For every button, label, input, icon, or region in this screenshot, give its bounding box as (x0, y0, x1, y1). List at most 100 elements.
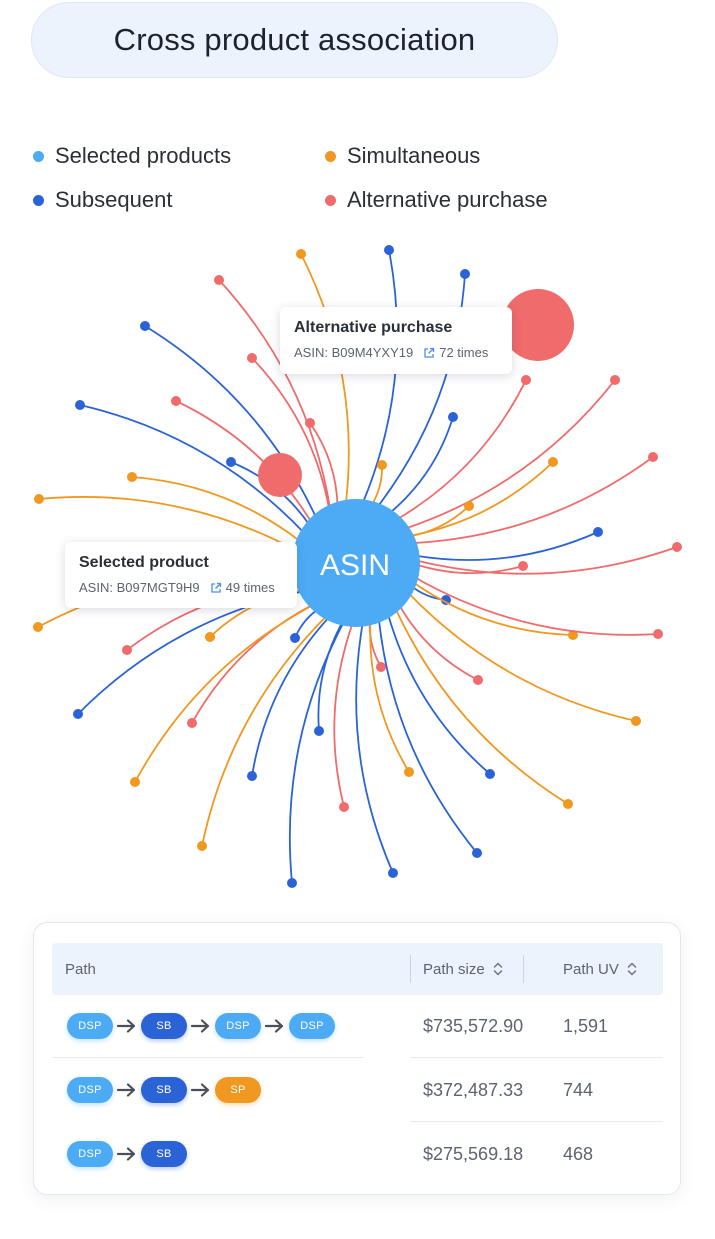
sort-icon[interactable] (627, 961, 637, 977)
node-alternative[interactable] (672, 542, 682, 552)
node-subsequent[interactable] (593, 527, 603, 537)
path-step-badge: DSP (67, 1077, 113, 1103)
node-simultaneous[interactable] (404, 767, 414, 777)
path-step-badge: SB (141, 1013, 187, 1039)
edge-subsequent (377, 616, 478, 854)
association-graph: ASIN (33, 245, 682, 888)
node-simultaneous[interactable] (130, 777, 140, 787)
header-path-label: Path (65, 960, 96, 978)
node-alternative[interactable] (214, 275, 224, 285)
path-uv-cell: 468 (563, 1143, 594, 1164)
node-alternative[interactable] (376, 662, 386, 672)
edge-subsequent (251, 615, 332, 777)
center-circle[interactable] (292, 499, 420, 627)
node-subsequent[interactable] (460, 269, 470, 279)
edge-simultaneous (411, 580, 574, 636)
node-alternative[interactable] (247, 353, 257, 363)
edge-subsequent (317, 619, 345, 732)
node-alternative[interactable] (518, 561, 528, 571)
node-alternative[interactable] (305, 418, 315, 428)
edge-subsequent (79, 404, 306, 535)
external-link-icon[interactable] (423, 347, 435, 359)
node-alternative[interactable] (473, 675, 483, 685)
legend-dot-subsequent (33, 194, 44, 206)
node-subsequent[interactable] (290, 633, 300, 643)
edge-subsequent (386, 611, 491, 775)
title-pill: Cross product association (31, 2, 558, 78)
node-subsequent[interactable] (314, 726, 324, 736)
tooltip-alternative-times: 72 times (439, 345, 489, 360)
path-step-badge: DSP (215, 1013, 261, 1039)
legend-alternative: Alternative purchase (325, 187, 548, 213)
node-alternative[interactable] (610, 375, 620, 385)
edge-simultaneous (394, 606, 569, 805)
external-link-icon[interactable] (210, 582, 222, 594)
node-simultaneous[interactable] (205, 632, 215, 642)
edge-alternative (218, 279, 332, 511)
edge-subsequent (288, 619, 346, 884)
alternative-small-bubble[interactable] (258, 453, 302, 497)
node-alternative[interactable] (187, 718, 197, 728)
node-subsequent[interactable] (384, 245, 394, 255)
node-simultaneous[interactable] (33, 622, 43, 632)
node-simultaneous[interactable] (464, 501, 474, 511)
edge-simultaneous (131, 476, 302, 543)
tooltip-selected-times: 49 times (225, 580, 275, 595)
legend-dot-alternative (325, 194, 336, 206)
node-simultaneous[interactable] (631, 716, 641, 726)
header-path-uv[interactable]: Path UV (563, 943, 637, 995)
node-simultaneous[interactable] (127, 472, 137, 482)
node-simultaneous[interactable] (377, 460, 387, 470)
node-subsequent[interactable] (226, 457, 236, 467)
node-subsequent[interactable] (441, 595, 451, 605)
node-simultaneous[interactable] (296, 249, 306, 259)
path-uv-cell: 1,591 (563, 1015, 609, 1036)
node-subsequent[interactable] (73, 709, 83, 719)
tooltip-alternative: Alternative purchase ASIN: B09M4YXY19 72… (280, 307, 512, 374)
node-subsequent[interactable] (448, 412, 458, 422)
node-alternative[interactable] (339, 802, 349, 812)
node-simultaneous[interactable] (563, 799, 573, 809)
node-alternative[interactable] (521, 375, 531, 385)
node-subsequent[interactable] (472, 848, 482, 858)
graph-bubbles (258, 289, 574, 497)
node-subsequent[interactable] (140, 321, 150, 331)
header-divider (523, 955, 524, 983)
center-node[interactable]: ASIN (292, 499, 420, 627)
node-alternative[interactable] (653, 629, 663, 639)
node-simultaneous[interactable] (548, 457, 558, 467)
path-step-badge: SB (141, 1077, 187, 1103)
edge-subsequent (144, 325, 318, 520)
node-subsequent[interactable] (485, 769, 495, 779)
legend-label-alternative: Alternative purchase (347, 187, 548, 212)
path-size-cell: $372,487.33 (423, 1079, 524, 1100)
edge-alternative (413, 546, 678, 575)
edge-simultaneous (407, 461, 554, 537)
edge-simultaneous (134, 603, 316, 783)
alternative-bubble[interactable] (502, 289, 574, 361)
node-subsequent[interactable] (388, 868, 398, 878)
node-alternative[interactable] (648, 452, 658, 462)
legend-dot-selected (33, 150, 44, 162)
node-alternative[interactable] (122, 645, 132, 655)
header-path-size[interactable]: Path size (423, 943, 503, 995)
node-subsequent[interactable] (287, 878, 297, 888)
node-simultaneous[interactable] (197, 841, 207, 851)
node-alternative[interactable] (171, 396, 181, 406)
header-path: Path (65, 943, 96, 995)
edge-alternative (412, 575, 659, 636)
node-subsequent[interactable] (247, 771, 257, 781)
sort-icon[interactable] (493, 961, 503, 977)
node-subsequent[interactable] (75, 400, 85, 410)
edge-alternative (414, 563, 524, 575)
tooltip-selected: Selected product ASIN: B097MGT9H9 49 tim… (65, 542, 297, 608)
node-simultaneous[interactable] (568, 630, 578, 640)
node-simultaneous[interactable] (34, 494, 44, 504)
table-header: Path Path size Path UV (52, 943, 663, 995)
